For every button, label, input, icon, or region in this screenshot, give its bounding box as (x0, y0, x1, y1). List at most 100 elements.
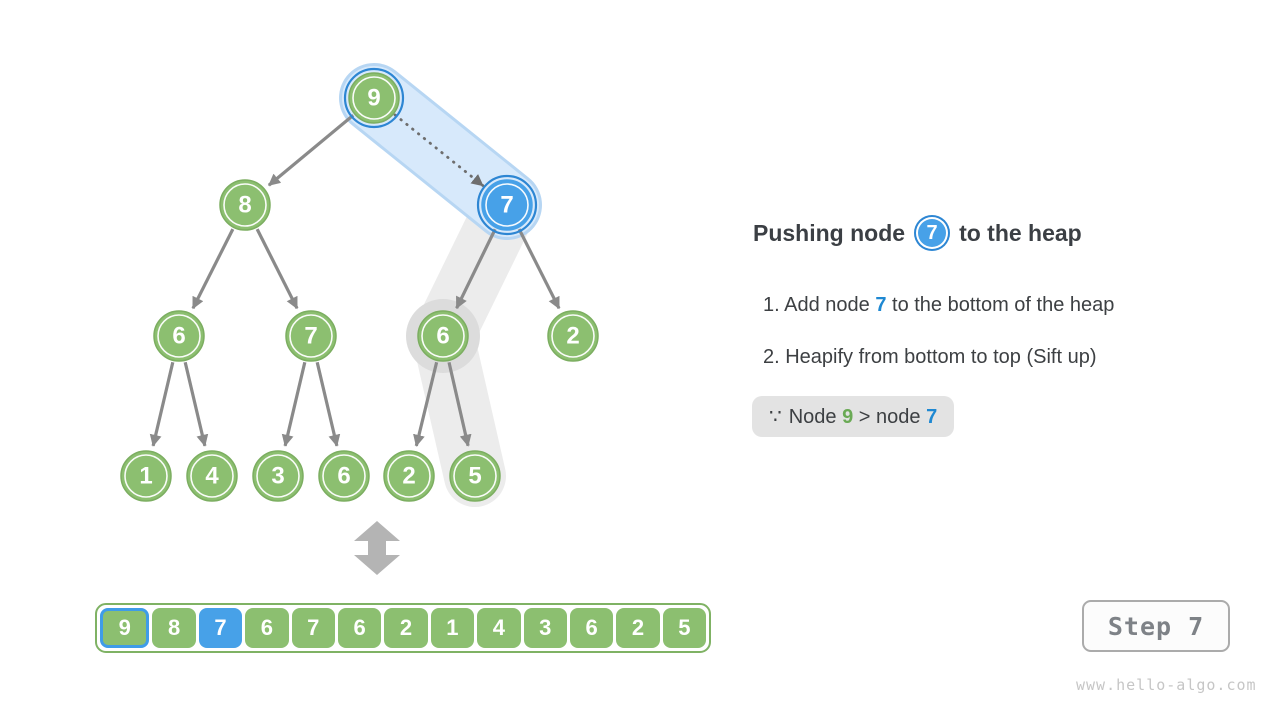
tree-edge (267, 114, 355, 187)
tree-edge (191, 228, 235, 310)
node-circle (348, 72, 400, 124)
reason-badge: ∵ Node 9 > node 7 (752, 396, 955, 437)
tree-edge (413, 361, 439, 447)
node-inner-ring (124, 454, 168, 498)
node-value: 8 (238, 192, 251, 219)
node-value: 6 (337, 463, 350, 490)
node-inner-ring (453, 454, 497, 498)
step-item-1: 1. Add node 7 to the bottom of the heap (763, 294, 1114, 317)
node-value: 7 (304, 323, 317, 350)
node-inner-ring (322, 454, 366, 498)
node-inner-ring (223, 183, 267, 227)
badge-blue-value: 7 (926, 406, 938, 428)
node-circle (318, 450, 370, 502)
badge-green-value: 9 (842, 406, 854, 428)
tree-edge (517, 228, 561, 310)
array-cell-12: 5 (662, 608, 707, 648)
array-cell-9: 3 (523, 608, 567, 648)
node-value: 2 (566, 323, 579, 350)
node-inner-ring (551, 314, 595, 358)
tree-node-4: 4 (186, 450, 238, 502)
node-inner-ring (190, 454, 234, 498)
tree-edge (149, 361, 175, 447)
step-button-label: Step 7 (1107, 611, 1205, 641)
array-cell-8: 4 (477, 608, 521, 648)
node-circle (383, 450, 435, 502)
tree-edge (183, 361, 209, 447)
node-circle (547, 310, 599, 362)
tree-node-7: 7 (476, 174, 538, 236)
node-value: 6 (436, 323, 449, 350)
tree-node-2: 2 (383, 450, 435, 502)
step1-rest: to the bottom of the heap (886, 294, 1115, 316)
array-cell-0: 9 (100, 608, 150, 648)
node-inner-ring (352, 76, 396, 120)
tree-edge (255, 228, 299, 310)
array-cell-4: 7 (291, 608, 335, 648)
tree-node-6: 6 (153, 310, 205, 362)
array-cell-6: 2 (384, 608, 428, 648)
array-cell-1: 8 (152, 608, 196, 648)
tree-edge (455, 228, 497, 310)
badge-text-2: > node (853, 406, 927, 428)
tree-node-9: 9 (343, 67, 405, 129)
node-inner-ring (421, 314, 465, 358)
node-value: 1 (139, 463, 152, 490)
highlight-ring (343, 67, 405, 129)
node-circle (186, 450, 238, 502)
node-circle (252, 450, 304, 502)
node-inner-ring (157, 314, 201, 358)
array-cell-5: 6 (337, 608, 382, 648)
array-cell-3: 6 (245, 608, 289, 648)
tree-node-7: 7 (285, 310, 337, 362)
node-value: 3 (271, 463, 284, 490)
node-circle (449, 450, 501, 502)
node-circle (153, 310, 205, 362)
inline-node-7: 7 (914, 215, 951, 251)
node-inner-ring (256, 454, 300, 498)
inline-node-value: 7 (926, 221, 938, 244)
step1-accent: 7 (875, 294, 887, 316)
tree-array-swap-icon (354, 521, 400, 575)
because-symbol: ∵ (769, 406, 782, 428)
step1-lead: 1. Add node (763, 294, 876, 316)
tree-node-6: 6 (417, 310, 469, 362)
array-cell-10: 6 (569, 608, 614, 648)
node-circle (219, 179, 271, 231)
node-value: 9 (367, 85, 380, 112)
tree-edge (281, 361, 307, 447)
tree-node-2: 2 (547, 310, 599, 362)
highlight-ring (476, 174, 538, 236)
node-inner-ring (387, 454, 431, 498)
node-value: 2 (402, 463, 415, 490)
heap-tree-svg: 9 8 7 6 7 6 2 1 4 3 6 2 5 (120, 63, 599, 575)
array-cell-11: 2 (616, 608, 660, 648)
tree-node-6: 6 (318, 450, 370, 502)
node-value: 7 (500, 192, 513, 219)
node-value: 5 (468, 463, 481, 490)
tree-node-3: 3 (252, 450, 304, 502)
tree-node-8: 8 (219, 179, 271, 231)
node-inner-ring (289, 314, 333, 358)
node-inner-ring (485, 183, 529, 227)
figure-title: Pushing node 7 to the heap (753, 213, 1082, 253)
step-button[interactable]: Step 7 (1082, 600, 1230, 652)
tree-edge (447, 361, 472, 447)
title-suffix: to the heap (959, 219, 1082, 246)
tree-edge (315, 361, 341, 447)
node-value: 6 (172, 323, 185, 350)
node-circle (120, 450, 172, 502)
step-item-2: 2. Heapify from bottom to top (Sift up) (763, 346, 1096, 369)
tree-node-1: 1 (120, 450, 172, 502)
badge-text-1: Node (788, 406, 843, 428)
node-value: 4 (205, 463, 219, 490)
node-circle (481, 179, 533, 231)
array-cell-2: 7 (198, 608, 243, 648)
node-circle (285, 310, 337, 362)
title-prefix: Pushing node (753, 219, 906, 246)
step2-lead: 2. Heapify from bottom to top (Sift up) (763, 346, 1097, 368)
node-circle (417, 310, 469, 362)
array-cell-7: 1 (430, 608, 475, 648)
